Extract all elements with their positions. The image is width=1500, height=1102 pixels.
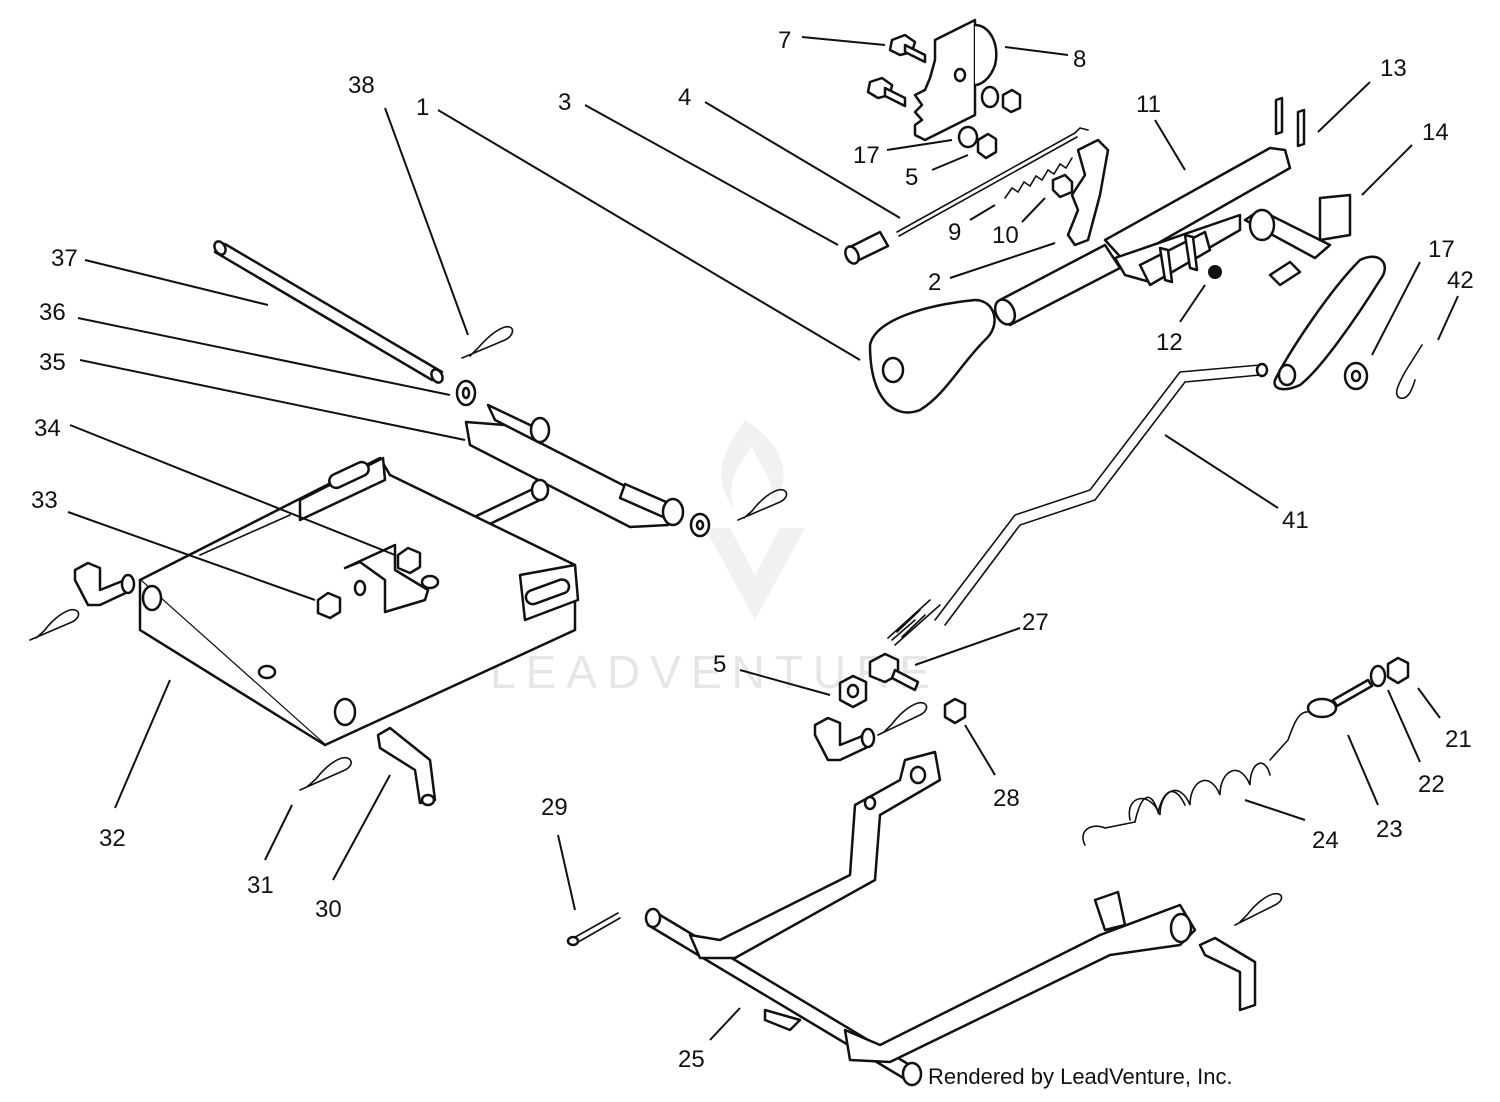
callout-36: 36: [39, 299, 66, 326]
part-34-nut: [396, 546, 440, 590]
part-hairpin-left: [29, 608, 80, 641]
part-washer-right-of-35: [689, 512, 711, 538]
callout-3: 3: [558, 89, 571, 116]
callout-1: 1: [416, 94, 429, 121]
part-25-lift-arm-assembly: [644, 750, 1197, 1087]
callout-30: 30: [315, 896, 342, 923]
callout-32: 32: [99, 825, 126, 852]
part-41-lift-link: [887, 362, 1269, 646]
part-hairpin-right: [1234, 892, 1283, 926]
callout-24: 24: [1312, 827, 1339, 854]
part-11-lift-shaft-assembly: [1103, 146, 1386, 391]
callout-13: 13: [1380, 55, 1407, 82]
callout-5-lower: 5: [713, 651, 726, 678]
part-33-nut: [316, 591, 342, 620]
callout-34: 34: [34, 415, 61, 442]
part-28-nut: [943, 697, 967, 725]
part-32-mounting-plate: [138, 456, 580, 747]
callout-9: 9: [948, 219, 961, 246]
part-31-hairpin: [299, 756, 352, 791]
part-38-hairpin-cotter: [461, 325, 514, 359]
callout-29: 29: [541, 794, 568, 821]
callout-41: 41: [1282, 507, 1309, 534]
callout-25: 25: [678, 1046, 705, 1073]
part-37-rod: [213, 240, 444, 384]
part-4-rod: [896, 127, 1089, 237]
part-12-ball: [1208, 265, 1222, 279]
part-14-tab: [1318, 193, 1352, 242]
callout-31: 31: [247, 872, 274, 899]
callout-4: 4: [678, 84, 691, 111]
callout-5-upper: 5: [905, 164, 918, 191]
part-29-cotter-pin: [566, 912, 621, 947]
callout-10: 10: [992, 222, 1019, 249]
render-credit: Rendered by LeadVenture, Inc.: [928, 1064, 1233, 1089]
callout-17-right: 17: [1428, 236, 1455, 263]
callout-7: 7: [778, 27, 791, 54]
part-clevis-pin-left: [73, 561, 136, 607]
callout-42: 42: [1447, 267, 1474, 294]
part-27-trunnion: [868, 652, 920, 692]
callout-37: 37: [51, 245, 78, 272]
callout-21: 21: [1445, 726, 1472, 753]
part-13-roll-pins: [1274, 96, 1306, 148]
callout-22: 22: [1418, 771, 1445, 798]
leadventure-watermark-logo: [705, 420, 805, 620]
part-24-extension-spring: [1082, 711, 1311, 846]
part-3-pin: [844, 230, 890, 265]
part-lever-plate: [1066, 138, 1110, 247]
part-5-nut-lower: [838, 674, 868, 709]
callout-12: 12: [1156, 329, 1183, 356]
callout-27: 27: [1022, 609, 1049, 636]
callout-28: 28: [993, 785, 1020, 812]
part-5-nut-upper: [976, 132, 998, 160]
callout-35: 35: [39, 349, 66, 376]
part-9-spring: [1004, 157, 1073, 199]
part-washer-nut-near-8: [980, 85, 1022, 114]
part-clevis-pin-center: [813, 716, 876, 762]
part-17-washer-right: [1343, 361, 1369, 391]
part-7-bolts: [866, 33, 927, 108]
part-30-clevis-pin: [376, 726, 437, 807]
part-clevis-pin-right: [1198, 936, 1257, 1012]
part-22-lock-washer: [1369, 664, 1387, 688]
callout-2: 2: [928, 269, 941, 296]
part-8-detent-plate: [913, 18, 998, 142]
callout-labels: 1 2 3 4 5 5 7 8 9 10 11 12 13 14 17 17 2…: [31, 27, 1474, 1073]
callout-23: 23: [1376, 816, 1403, 843]
callout-8: 8: [1073, 46, 1086, 73]
part-35-pivot-bracket: [463, 403, 685, 535]
callout-11: 11: [1136, 91, 1161, 118]
part-hairpin-near-28: [877, 701, 928, 736]
leader-lines: [67, 36, 1459, 1041]
part-hairpin-right-of-35: [737, 488, 788, 521]
part-1-handle-grip: [868, 298, 996, 414]
callout-14: 14: [1422, 119, 1449, 146]
callout-33: 33: [31, 487, 58, 514]
part-23-eyebolt: [1306, 678, 1374, 719]
part-36-washer: [455, 379, 477, 407]
part-17-washer-upper: [957, 125, 979, 149]
callout-38: 38: [348, 72, 375, 99]
part-10-spacer: [1051, 173, 1074, 199]
callout-17-upper: 17: [853, 142, 880, 169]
part-42-hairpin: [1395, 344, 1423, 400]
part-21-nut: [1386, 656, 1410, 685]
